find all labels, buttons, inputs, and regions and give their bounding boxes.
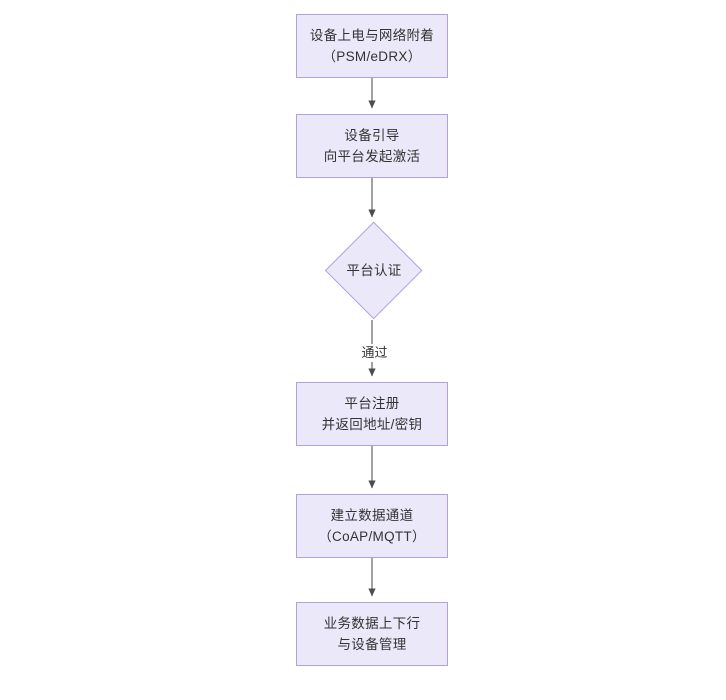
node-platform-authentication[interactable]: 平台认证	[325, 222, 424, 321]
node-device-power-on[interactable]: 设备上电与网络附着 （PSM/eDRX）	[296, 14, 448, 78]
node-device-bootstrap[interactable]: 设备引导 向平台发起激活	[296, 114, 448, 178]
node-label-line2: 并返回地址/密钥	[321, 417, 423, 432]
node-business-data-and-device-management[interactable]: 业务数据上下行 与设备管理	[296, 602, 448, 666]
edge-label-pass: 通过	[350, 344, 399, 362]
node-label-line1: 业务数据上下行	[323, 616, 421, 631]
node-label-line1: 设备引导	[344, 128, 400, 143]
node-label-line1: 建立数据通道	[330, 508, 414, 523]
node-label-line1: 平台认证	[346, 263, 402, 278]
node-platform-registration[interactable]: 平台注册 并返回地址/密钥	[296, 382, 448, 446]
node-label-line1: 平台注册	[344, 396, 400, 411]
node-establish-data-channel[interactable]: 建立数据通道 （CoAP/MQTT）	[296, 494, 448, 558]
node-label-line2: （PSM/eDRX）	[322, 49, 422, 64]
node-label-line1: 设备上电与网络附着	[309, 28, 435, 43]
node-label-line2: （CoAP/MQTT）	[318, 529, 426, 544]
node-label-line2: 向平台发起激活	[323, 149, 421, 164]
node-label-line2: 与设备管理	[337, 637, 407, 652]
